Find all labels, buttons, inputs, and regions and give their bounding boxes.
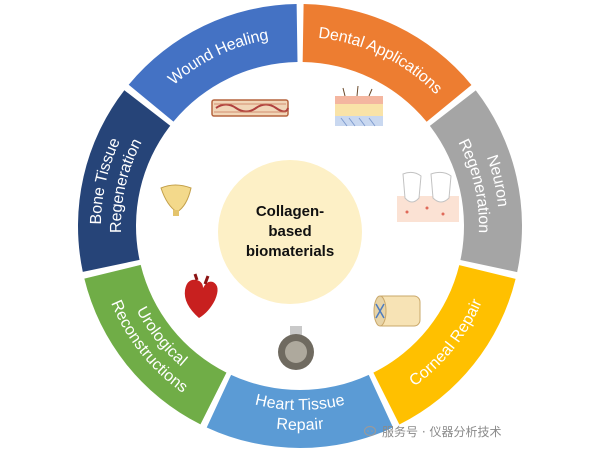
segment-dental-applications	[302, 4, 472, 122]
segment-wound-healing	[128, 4, 298, 122]
watermark-text: 服务号 · 仪器分析技术	[382, 425, 502, 439]
bladder-icon	[160, 184, 192, 216]
watermark: 服务号 · 仪器分析技术	[364, 423, 501, 440]
segment-label: Heart Tissue	[254, 392, 347, 414]
nerve-conduit-icon	[373, 295, 421, 327]
illustrations	[160, 85, 459, 370]
segment-urological-reconstructions	[84, 264, 227, 425]
bone-icon	[211, 99, 289, 117]
center-title: Collagen- based biomaterials	[246, 202, 334, 262]
segment-corneal-repair	[373, 265, 516, 425]
segment-heart-tissue-repair	[206, 374, 394, 448]
heart-icon	[184, 273, 218, 318]
segment-label: Repair	[276, 416, 325, 434]
center-circle: Collagen- based biomaterials	[218, 160, 362, 304]
segment-neuron-regeneration	[429, 90, 523, 273]
cornea-icon	[278, 326, 314, 370]
segments-group	[77, 4, 523, 448]
center-title-line-1: Collagen-	[255, 203, 325, 220]
tooth-icon	[397, 171, 459, 222]
segment-bone-tissue-regeneration	[77, 90, 171, 272]
center-title-line-3: biomaterials	[245, 243, 335, 260]
chat-bubble-icon	[364, 425, 377, 436]
center-title-line-2: based	[268, 223, 312, 240]
skin-icon	[335, 85, 383, 127]
